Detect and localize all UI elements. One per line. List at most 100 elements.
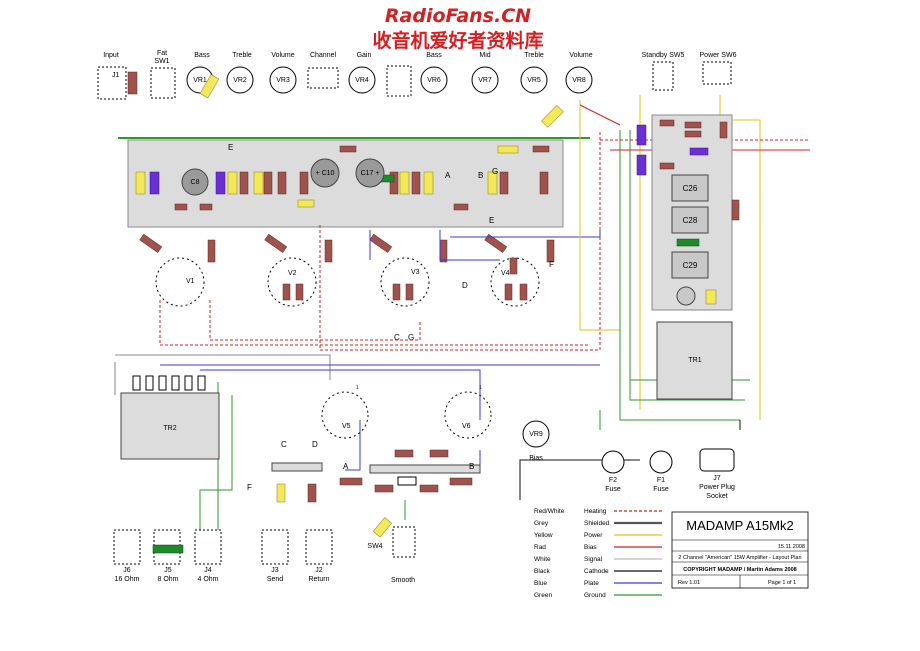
legend-wire-color: White: [534, 556, 551, 563]
gain-switch: [386, 65, 412, 97]
pot-vr2-label: VR2: [233, 77, 247, 84]
watermark-subtitle: 收音机爱好者资料库: [372, 29, 543, 52]
legend-wire-function: Bias: [584, 544, 597, 551]
transformer-tr2-label: TR2: [163, 425, 176, 432]
label-sw4: SW4: [367, 543, 382, 550]
marker-c-fx: C: [281, 440, 287, 449]
label-bass: Bass: [194, 52, 210, 59]
label-j3-sub: Send: [267, 576, 283, 583]
label-treble-2: Treble: [524, 52, 544, 59]
transformer-tr1: [656, 321, 733, 400]
marker-e-bottom: E: [489, 216, 494, 225]
bias-board: [369, 464, 481, 474]
tube-v6-pin-1: 1: [479, 385, 482, 391]
bridge-rectifier: [676, 286, 696, 306]
label-volume-2: Volume: [569, 52, 592, 59]
watermark-title: RadioFans.CN: [385, 5, 531, 27]
cap-c10-label: + C10: [316, 170, 335, 177]
pot-vr9-label: VR9: [529, 431, 543, 438]
label-j7-sub: Power Plug: [699, 484, 735, 491]
transformer-tr1-label: TR1: [688, 357, 701, 364]
legend-wire-function: Ground: [584, 592, 606, 599]
cap-c26: [671, 174, 709, 202]
pot-vr4-label: VR4: [355, 77, 369, 84]
pot-vr6-label: VR6: [427, 77, 441, 84]
marker-d-fx: D: [312, 440, 318, 449]
label-j7-sub2: Socket: [706, 493, 727, 500]
tube-v5-pin-1: 1: [356, 385, 359, 391]
legend-wire-color: Black: [534, 568, 551, 575]
legend-wire-function: Heating: [584, 508, 607, 515]
title-block: [671, 511, 809, 589]
pot-vr1-label: VR1: [193, 77, 207, 84]
label-smooth: Smooth: [391, 577, 415, 584]
legend-wire-function: Signal: [584, 556, 603, 563]
marker-a-board: A: [445, 171, 451, 180]
label-sw1: SW1: [154, 58, 169, 65]
smooth-switch: [392, 526, 416, 558]
label-j2: J2: [315, 567, 323, 574]
pot-vr4: [348, 66, 376, 94]
legend-wire-color: Green: [534, 592, 552, 599]
marker-g-board: G: [492, 167, 498, 176]
label-gain: Gain: [357, 52, 372, 59]
tube-v6-label: V6: [462, 423, 471, 430]
power-board-parts: [636, 119, 740, 305]
label-treble: Treble: [232, 52, 252, 59]
fuse-f1: [649, 450, 673, 474]
tube-v4: [490, 257, 540, 307]
label-j4-sub: 4 Ohm: [197, 576, 218, 583]
pot-vr6: [420, 66, 448, 94]
input-jack: [97, 66, 127, 100]
cap-c28-label: C28: [683, 216, 698, 225]
marker-d-preamp: D: [462, 281, 468, 290]
tube-v4-label: V4: [501, 270, 510, 277]
input-resistor: [127, 71, 138, 95]
board-capacitors: [135, 74, 564, 208]
power-switch: [702, 61, 732, 85]
marker-c-preamp: C: [394, 333, 400, 342]
board-resistors: [139, 145, 555, 263]
label-channel: Channel: [310, 52, 337, 59]
marker-f-fx: F: [247, 483, 252, 492]
label-j5: J5: [164, 567, 172, 574]
title-block-date: 15.11.2008: [778, 544, 805, 550]
label-f2-sub: Fuse: [605, 486, 621, 493]
label-volume-1: Volume: [271, 52, 294, 59]
label-input: Input: [103, 52, 119, 59]
tube-v2: [267, 257, 317, 307]
pot-vr3: [269, 66, 297, 94]
marker-b-bias: B: [469, 462, 474, 471]
label-j2-sub: Return: [308, 576, 329, 583]
tube-v6: [444, 391, 492, 439]
cap-c29-label: C29: [683, 261, 698, 270]
speaker-jacks: [113, 529, 333, 565]
label-power: Power SW6: [700, 52, 737, 59]
title-block-page: Page 1 of 1: [768, 580, 796, 586]
legend-wire-color: Grey: [534, 520, 549, 527]
pot-vr8-label: VR8: [572, 77, 586, 84]
pot-vr5-label: VR5: [527, 77, 541, 84]
label-j5-sub: 8 Ohm: [157, 576, 178, 583]
tube-v5: [321, 391, 369, 439]
tube-v3-label: V3: [411, 269, 420, 276]
legend-wire-function: Plate: [584, 580, 599, 587]
label-bass-2: Bass: [426, 52, 442, 59]
fx-board: [271, 462, 323, 472]
fuse-f2: [601, 450, 625, 474]
tube-v1: [155, 257, 205, 307]
power-socket: [699, 448, 735, 472]
cap-c10: [310, 158, 340, 188]
channel-switch: [307, 67, 339, 89]
pot-vr3-label: VR3: [276, 77, 290, 84]
marker-a-bias: A: [343, 462, 349, 471]
label-j6-sub: 16 Ohm: [115, 576, 140, 583]
label-j7: J7: [713, 475, 721, 482]
marker-e-top: E: [228, 143, 233, 152]
legend-wire-function: Power: [584, 532, 603, 539]
title-block-copyright: COPYRIGHT MADAMP / Martin Adams 2008: [683, 567, 796, 573]
pot-vr7-label: VR7: [478, 77, 492, 84]
pot-vr2: [226, 66, 254, 94]
